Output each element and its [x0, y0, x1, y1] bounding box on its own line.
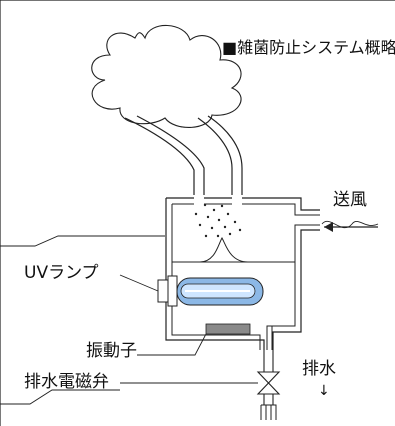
- uv-lamp-bracket: [157, 279, 169, 303]
- mist-mound: [199, 236, 249, 263]
- label-drain: 排水: [302, 359, 336, 379]
- air-blow-arrowhead: [324, 222, 333, 232]
- leader-bottom: [0, 389, 120, 405]
- vibrator-block: [205, 323, 251, 335]
- diagram-title: ■雑菌防止システム概略図: [222, 38, 395, 57]
- steam-cloud-icon: [91, 24, 242, 128]
- tank-body: [165, 197, 320, 350]
- uv-lamp-socket: [167, 275, 178, 307]
- drain-valve-icon: [256, 371, 281, 395]
- tank-inner-wall: [171, 203, 320, 350]
- chimney-left: [124, 115, 205, 195]
- label-air-blow: 送風: [333, 190, 367, 210]
- drain-arrow-icon: ↓: [318, 383, 330, 399]
- chimney-right: [197, 115, 243, 195]
- leader-uv: [119, 274, 159, 292]
- label-vibrator: 振動子: [86, 341, 137, 361]
- label-uv-lamp: UVランプ: [24, 263, 99, 283]
- drain-pipe: [263, 350, 274, 405]
- label-drain-valve: 排水電磁弁: [24, 372, 109, 392]
- mist-dots: [194, 203, 242, 238]
- leader-top: [0, 235, 165, 247]
- air-wave: [321, 221, 379, 229]
- leader-vibrator: [137, 333, 207, 356]
- drain-outlet: [260, 404, 277, 420]
